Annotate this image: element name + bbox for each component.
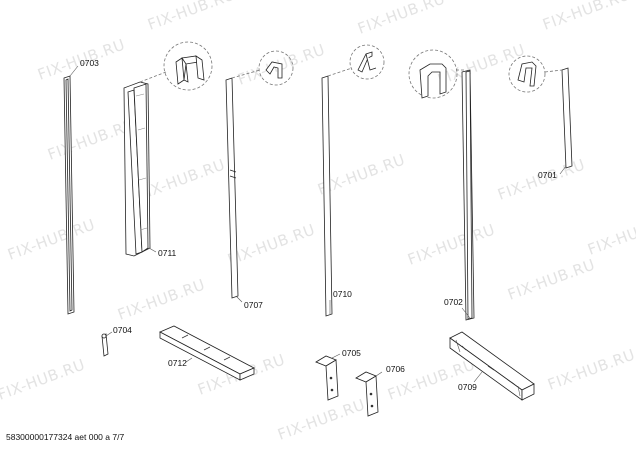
watermark: FIX-HUB.RU	[405, 220, 497, 268]
part-0704-pin	[101, 333, 109, 357]
leader-0705	[331, 353, 341, 359]
detail-circle-0702-profile	[408, 49, 466, 99]
watermark: FIX-HUB.RU	[275, 395, 367, 443]
part-0703-strip	[63, 75, 75, 315]
label-0704: 0704	[113, 325, 132, 335]
part-0705-bracket	[315, 355, 339, 401]
leader-0711	[148, 247, 157, 253]
part-0701-strip	[561, 67, 573, 169]
watermark: FIX-HUB.RU	[545, 345, 636, 393]
part-0711-channel	[123, 81, 151, 257]
label-0702: 0702	[444, 297, 463, 307]
label-0711: 0711	[158, 248, 177, 258]
part-0712-bracket	[159, 325, 255, 381]
detail-circle-0707-profile	[231, 50, 294, 86]
leader-0702	[461, 307, 471, 319]
watermark: FIX-HUB.RU	[115, 275, 207, 323]
leader-0712	[185, 357, 193, 363]
label-0710: 0710	[333, 289, 352, 299]
watermark: FIX-HUB.RU	[225, 220, 317, 268]
leader-0703	[69, 65, 79, 77]
part-0706-bracket	[355, 371, 379, 417]
leader-0707	[235, 295, 243, 303]
watermark: FIX-HUB.RU	[435, 40, 527, 88]
document-footer: 58300000177324 aet 000 a 7/7	[6, 432, 125, 442]
part-0709-plate	[449, 331, 535, 401]
watermark: FIX-HUB.RU	[585, 210, 636, 258]
watermark: FIX-HUB.RU	[0, 355, 88, 403]
leader-0706	[375, 371, 383, 377]
watermark: FIX-HUB.RU	[505, 255, 597, 303]
detail-circle-0701-profile	[508, 55, 563, 93]
part-0707-strip	[225, 77, 239, 299]
part-0710-strip	[321, 75, 333, 317]
label-0712: 0712	[168, 358, 187, 368]
label-0701: 0701	[538, 170, 557, 180]
label-0709: 0709	[458, 382, 477, 392]
watermark: FIX-HUB.RU	[5, 215, 97, 263]
leader-0709	[473, 371, 483, 383]
detail-circle-0711-profile	[139, 41, 213, 91]
watermark: FIX-HUB.RU	[355, 0, 447, 38]
label-0703: 0703	[80, 58, 99, 68]
watermark: FIX-HUB.RU	[45, 115, 137, 163]
part-0702-channel	[461, 69, 475, 321]
label-0705: 0705	[342, 348, 361, 358]
leader-0704	[105, 331, 113, 337]
label-0706: 0706	[386, 364, 405, 374]
watermark: FIX-HUB.RU	[385, 355, 477, 403]
label-0707: 0707	[244, 300, 263, 310]
detail-circle-0710-profile	[327, 44, 385, 80]
watermark: FIX-HUB.RU	[540, 0, 632, 34]
leader-0701	[559, 165, 567, 175]
watermark: FIX-HUB.RU	[145, 0, 237, 34]
